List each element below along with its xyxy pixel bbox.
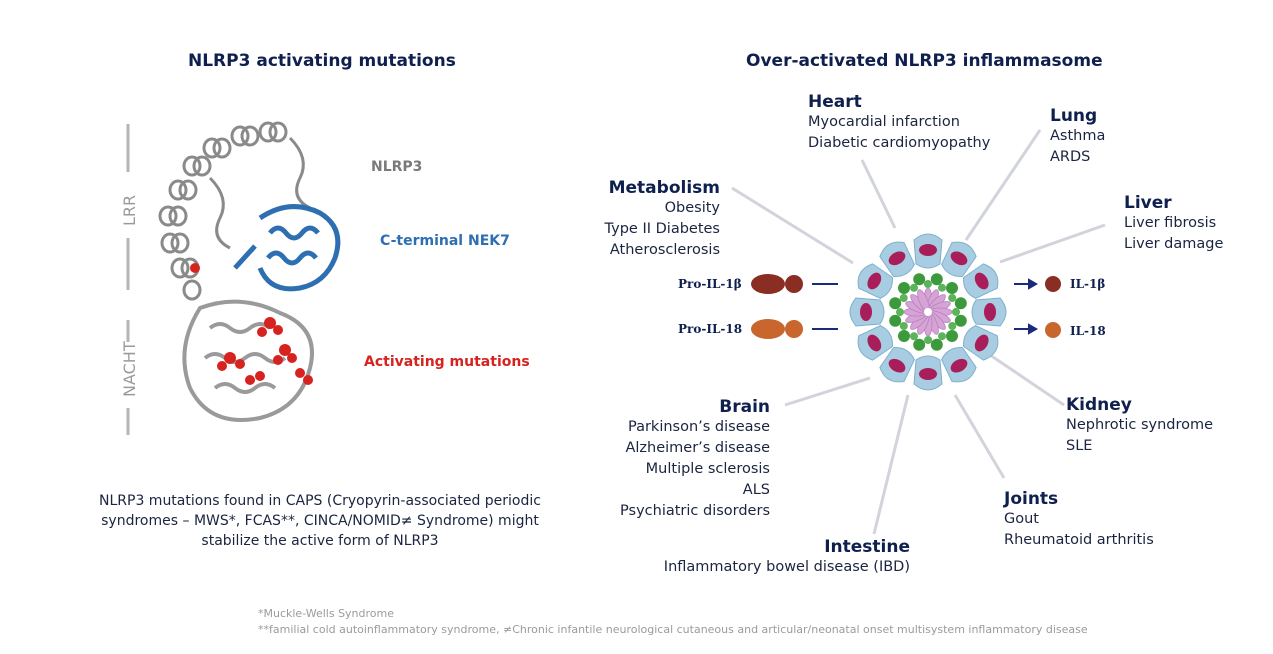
nlrp3-subunit: [857, 263, 893, 299]
nlrp3-subunit: [971, 297, 1007, 327]
nlrp3-subunit: [879, 347, 915, 383]
il18-label: IL-18: [1070, 324, 1106, 338]
disease: SLE: [1066, 438, 1093, 454]
asc-subunit: [938, 283, 946, 292]
asc-subunit: [896, 308, 904, 317]
organ-liver: Liver Liver fibrosis Liver damage: [1124, 193, 1223, 255]
organ-name: Kidney: [1066, 395, 1132, 415]
organ-heart: Heart Myocardial infarction Diabetic car…: [808, 92, 990, 154]
asc-subunit: [898, 330, 910, 342]
organ-metabolism: Metabolism Obesity Type II Diabetes Athe…: [580, 178, 720, 261]
organ-lung: Lung Asthma ARDS: [1050, 106, 1105, 168]
disease: Rheumatoid arthritis: [1004, 532, 1154, 548]
asc-subunit: [948, 322, 957, 330]
organ-kidney: Kidney Nephrotic syndrome SLE: [1066, 395, 1213, 457]
footnote: *Muckle-Wells Syndrome: [258, 607, 395, 620]
nek7-label: C-terminal NEK7: [380, 233, 510, 249]
disease: ALS: [742, 482, 770, 498]
disease: Psychiatric disorders: [620, 503, 770, 519]
asc-subunit: [946, 330, 958, 342]
nlrp3-subunit: [913, 355, 943, 391]
asc-subunit: [899, 294, 908, 302]
protein-structure: [158, 121, 341, 422]
nlrp3-subunit: [963, 263, 999, 299]
asc-subunit: [889, 297, 902, 310]
disease: Atherosclerosis: [609, 242, 720, 258]
asc-subunit: [948, 294, 957, 302]
caption-line: syndromes – MWS*, FCAS**, CINCA/NOMID≠ S…: [101, 513, 539, 529]
pro-il1b-label: Pro-IL-1β: [678, 277, 742, 291]
caption-line: stabilize the active form of NLRP3: [201, 533, 439, 549]
disease: Liver damage: [1124, 236, 1224, 252]
caption-line: NLRP3 mutations found in CAPS (Cryopyrin…: [99, 493, 541, 509]
nlrp3-subunit: [963, 325, 999, 361]
disease: Obesity: [664, 200, 720, 216]
inflammasome-icon: [849, 233, 1007, 391]
disease: Multiple sclerosis: [645, 461, 770, 477]
nlrp3-subunit: [849, 297, 885, 327]
nlrp3-subunit: [879, 241, 915, 277]
left-caption: NLRP3 mutations found in CAPS (Cryopyrin…: [70, 491, 570, 551]
nlrp3-subunit: [941, 347, 977, 383]
asc-subunit: [952, 307, 960, 316]
disease: Type II Diabetes: [604, 221, 720, 237]
disease: Gout: [1004, 511, 1039, 527]
asc-subunit: [910, 332, 918, 341]
organ-intestine: Intestine Inflammatory bowel disease (IB…: [640, 537, 910, 578]
disease: Liver fibrosis: [1124, 215, 1217, 231]
pro-cytokine-icons: [751, 274, 803, 339]
mature-cytokine-icons: [1045, 276, 1061, 338]
organ-name: Brain: [719, 397, 770, 417]
nlrp3-subunit: [857, 325, 893, 361]
disease: Parkinson’s disease: [627, 419, 770, 435]
asc-subunit: [954, 314, 967, 327]
nlrp3-subunit: [941, 241, 977, 277]
asc-subunit: [930, 338, 943, 351]
asc-subunit: [946, 282, 958, 294]
organ-brain: Brain Parkinson’s disease Alzheimer’s di…: [600, 397, 770, 522]
domain-bracket: [126, 124, 130, 435]
asc-subunit: [913, 273, 926, 286]
left-title: NLRP3 activating mutations: [188, 51, 456, 71]
asc-subunit: [913, 338, 926, 351]
disease: Asthma: [1050, 128, 1106, 144]
right-title: Over-activated NLRP3 inflammasome: [746, 51, 1103, 71]
organ-name: Intestine: [824, 537, 910, 557]
nlrp3-label: NLRP3: [371, 159, 423, 175]
footnote: **familial cold autoinflammatory syndrom…: [258, 623, 1088, 636]
asc-subunit: [910, 283, 918, 292]
nlrp3-subunit: [913, 233, 943, 269]
organ-name: Joints: [1004, 489, 1059, 509]
disease: Inflammatory bowel disease (IBD): [663, 559, 910, 575]
disease: Myocardial infarction: [808, 114, 960, 130]
asc-subunit: [889, 314, 902, 327]
asc-subunit: [898, 282, 910, 294]
il1b-label: IL-1β: [1070, 277, 1106, 291]
asc-subunit: [923, 280, 932, 288]
disease: Nephrotic syndrome: [1066, 417, 1214, 433]
disease: ARDS: [1050, 149, 1091, 165]
organ-joints: Joints Gout Rheumatoid arthritis: [1004, 489, 1154, 551]
asc-subunit: [938, 332, 946, 341]
organ-name: Liver: [1124, 193, 1172, 213]
organ-name: Lung: [1050, 106, 1098, 126]
asc-subunit: [930, 273, 943, 286]
organ-name: Metabolism: [608, 178, 720, 198]
mutations-label: Activating mutations: [364, 354, 530, 370]
asc-subunit: [954, 297, 967, 310]
asc-subunit: [899, 322, 908, 330]
disease: Diabetic cardiomyopathy: [808, 135, 991, 151]
pro-il18-label: Pro-IL-18: [678, 322, 743, 336]
disease: Alzheimer’s disease: [625, 440, 770, 456]
organ-name: Heart: [808, 92, 862, 112]
asc-subunit: [924, 336, 933, 344]
